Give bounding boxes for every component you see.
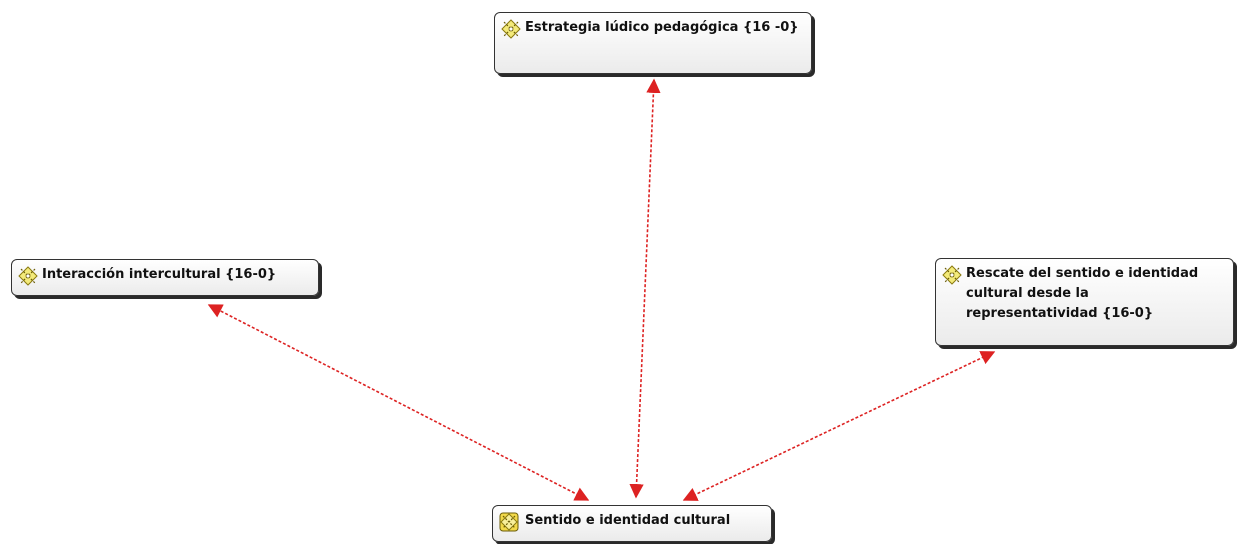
edges-layer: [207, 78, 996, 501]
code-icon: [501, 19, 521, 39]
code-icon: [18, 266, 38, 286]
node-label: Interacción intercultural {16-0}: [42, 267, 277, 282]
node-sentido-identidad-cultural[interactable]: Sentido e identidad cultural: [492, 505, 772, 542]
node-label: Estrategia lúdico pedagógica {16 -0}: [525, 20, 799, 35]
edge-sentido-estrategia[interactable]: [629, 78, 661, 499]
edge-sentido-rescate[interactable]: [682, 351, 996, 501]
node-label: Sentido e identidad cultural: [525, 513, 731, 528]
node-rescate-sentido-identidad[interactable]: Rescate del sentido e identidad cultural…: [935, 258, 1234, 346]
node-interaccion-intercultural[interactable]: Interacción intercultural {16-0}: [11, 259, 319, 296]
code-icon: [942, 265, 962, 285]
edge-sentido-interaccion[interactable]: [207, 304, 590, 501]
node-estrategia-ludico-pedagogica[interactable]: Estrategia lúdico pedagógica {16 -0}: [494, 12, 812, 74]
code-icon-highlighted: [499, 512, 519, 532]
node-label: Rescate del sentido e identidad cultural…: [966, 266, 1199, 321]
